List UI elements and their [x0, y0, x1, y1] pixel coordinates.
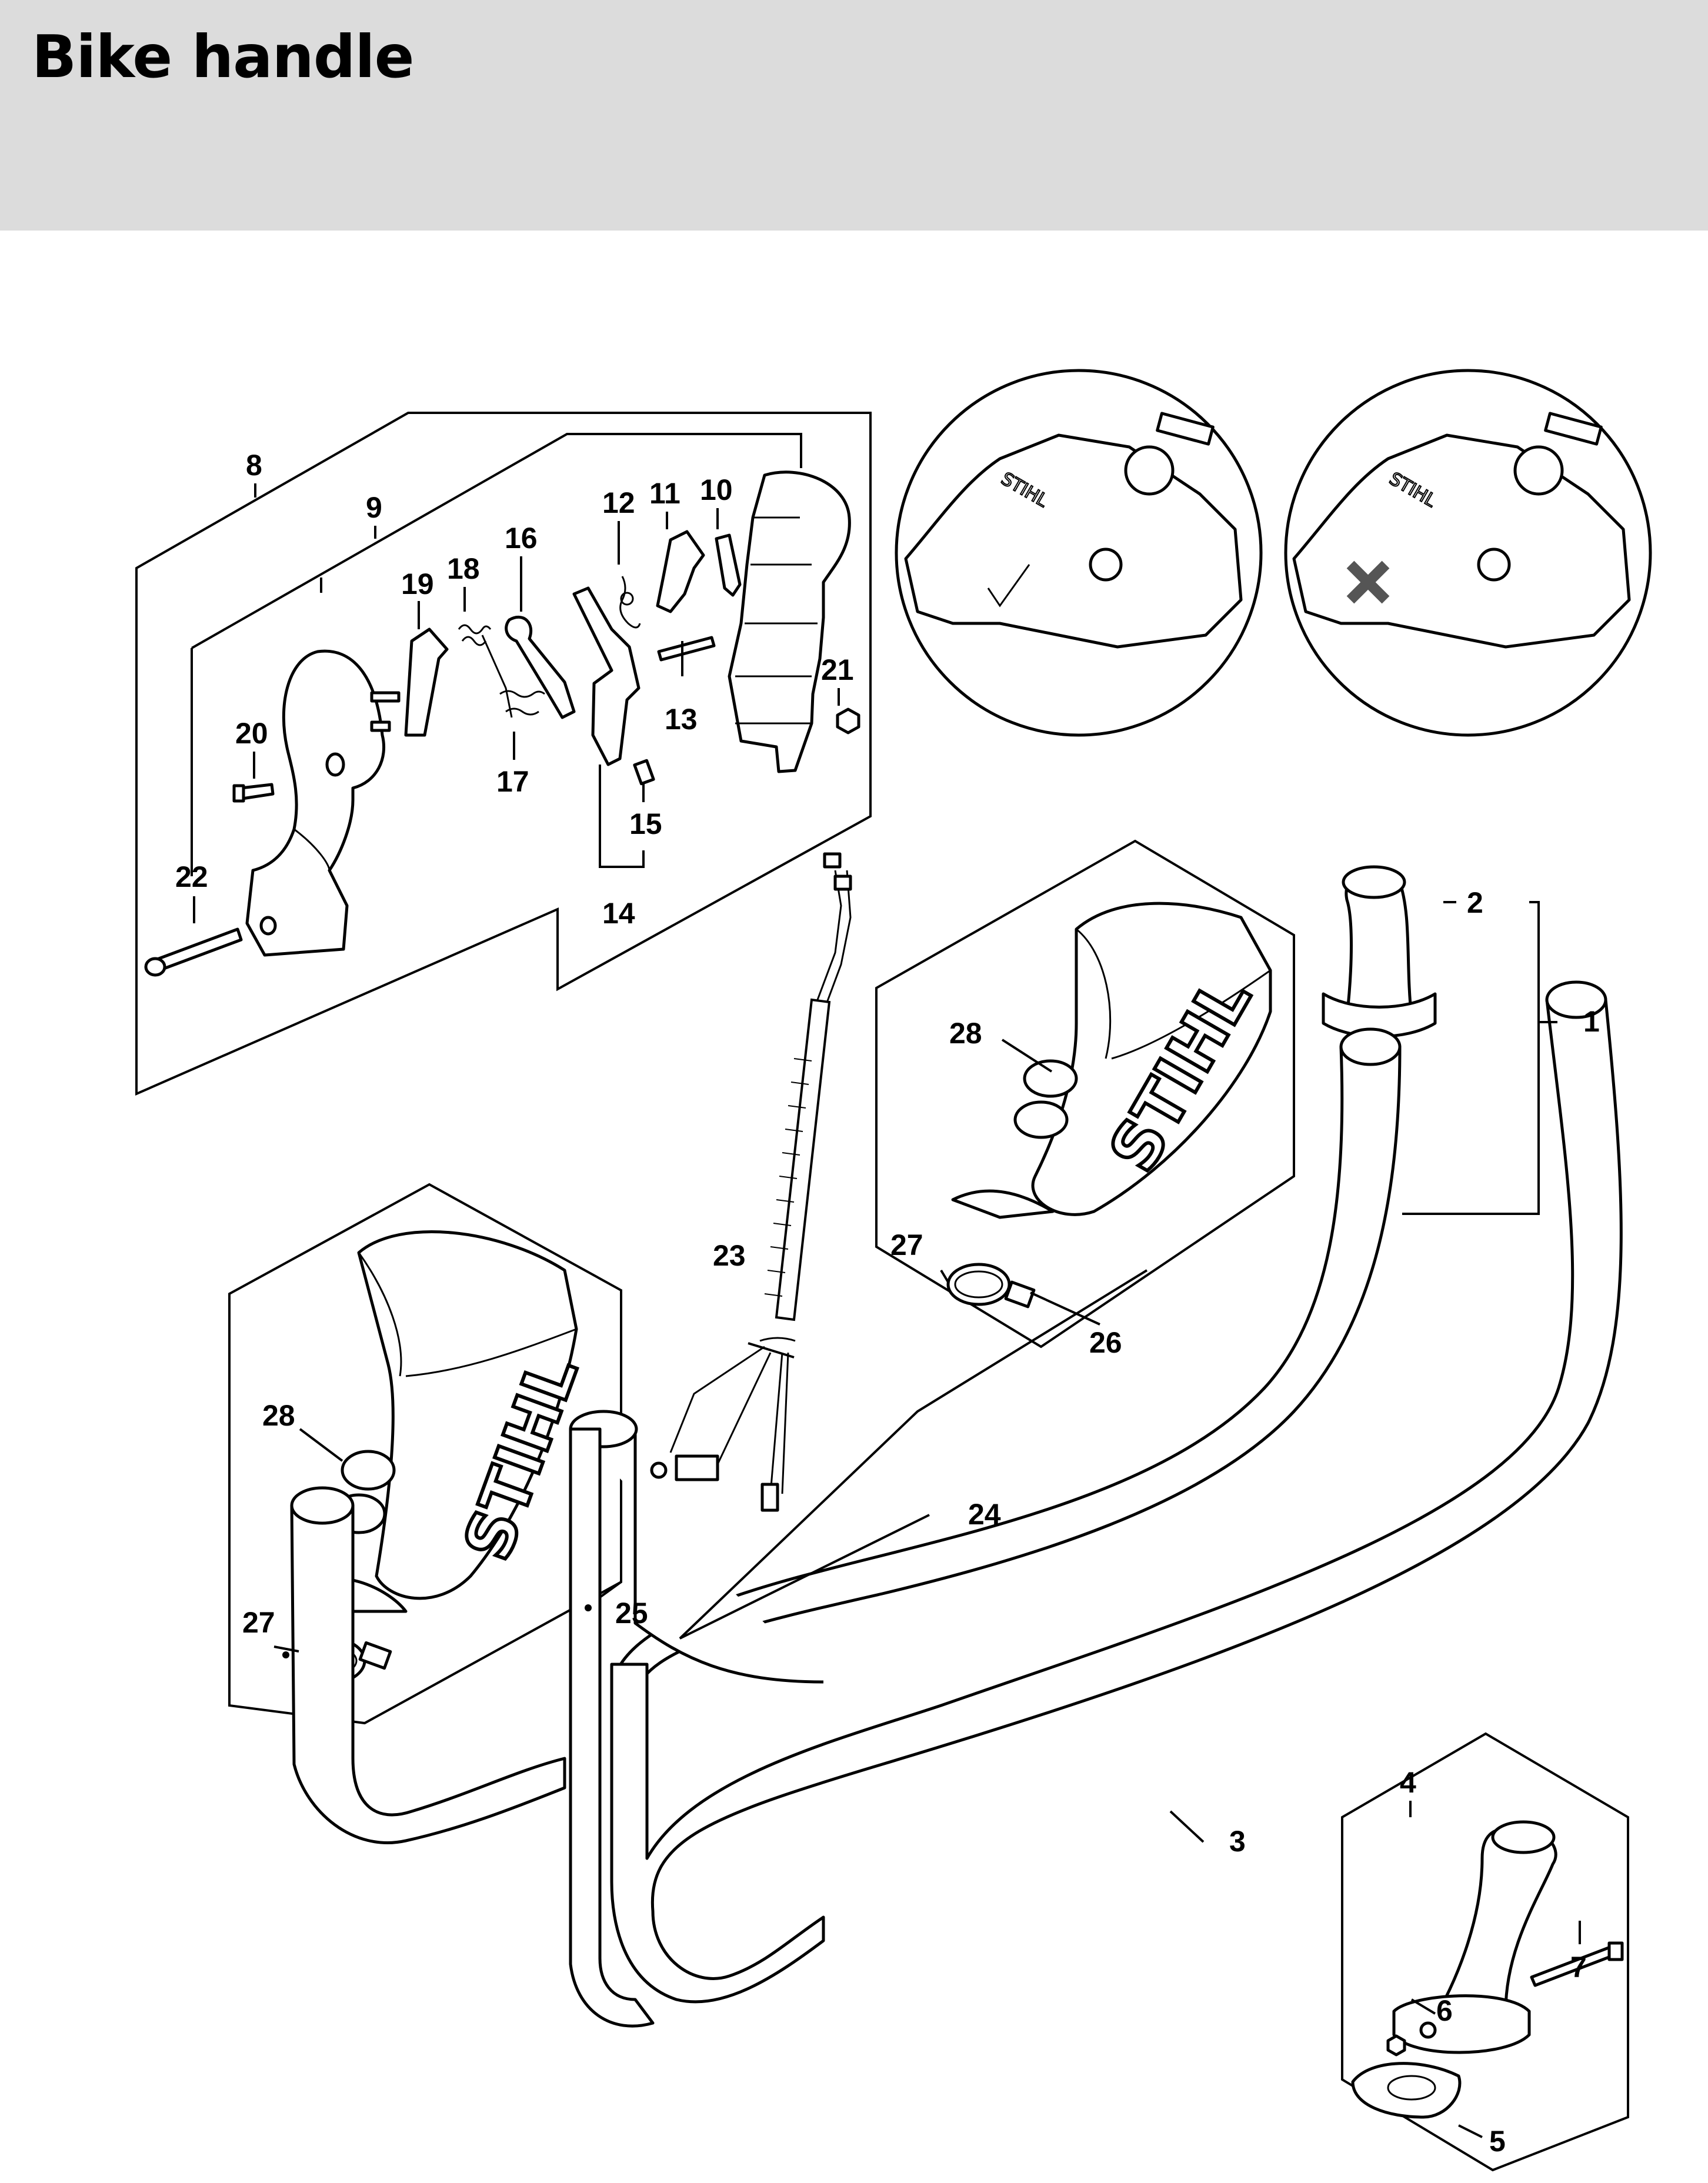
callout-25: 25: [615, 1597, 648, 1630]
callout-2: 2: [1467, 886, 1483, 919]
callout-labels: 1 2 3 4 5 6 7 8 9 10 11 12 13 14 15 16 1…: [175, 449, 1600, 2158]
screw-22: [144, 927, 243, 977]
callout-1: 1: [1583, 1005, 1600, 1038]
page-title: Bike handle: [32, 22, 414, 91]
assembly-box-4: [1341, 1732, 1629, 2172]
spring-15: [633, 759, 655, 786]
header-bar: Bike handle: [0, 0, 1708, 231]
reference-circle-wrong: STIHL: [1284, 369, 1652, 737]
callout-13: 13: [665, 703, 698, 736]
trigger-14: [572, 586, 640, 766]
screw-20: [232, 783, 275, 803]
spring-12: [619, 576, 641, 629]
cable-23: [650, 852, 852, 1512]
callout-3: 3: [1229, 1825, 1246, 1858]
clip-10: [715, 533, 742, 597]
callout-27-right: 27: [890, 1229, 923, 1261]
callout-24: 24: [968, 1498, 1001, 1531]
handle-housing-right: [728, 470, 851, 773]
callout-22: 22: [175, 860, 208, 893]
callout-9: 9: [366, 491, 382, 524]
callout-10: 10: [700, 473, 733, 506]
callout-14: 14: [602, 897, 635, 930]
callout-28-right: 28: [949, 1017, 982, 1050]
nut-21: [836, 707, 860, 735]
callout-12: 12: [602, 486, 635, 519]
callout-8: 8: [246, 449, 262, 482]
pin-13: [657, 636, 716, 662]
switch-11: [656, 530, 705, 613]
parts-diagram: STIHL STIHL STIHL: [135, 369, 1652, 2172]
guard-box-26: STIHL: [875, 839, 1295, 1348]
spring-17: [481, 635, 545, 718]
callout-6: 6: [1436, 1994, 1453, 2027]
callout-21: 21: [821, 653, 854, 686]
leader-lines: [193, 508, 1581, 2138]
reference-circle-correct: STIHL: [895, 369, 1263, 737]
callout-16: 16: [505, 522, 538, 555]
hose-clamp-27-right: [946, 1263, 1036, 1309]
handle-housing-left: [245, 649, 401, 957]
callout-28-left: 28: [262, 1399, 295, 1432]
callout-23: 23: [713, 1239, 746, 1272]
callout-26: 26: [1089, 1326, 1122, 1359]
callout-15: 15: [629, 807, 662, 840]
callout-19: 19: [401, 568, 434, 600]
callout-11: 11: [649, 477, 680, 510]
callout-20: 20: [235, 717, 268, 750]
callout-17: 17: [496, 765, 529, 798]
frame-handle-assembly: [135, 412, 872, 1096]
bracket-1-2: [1402, 901, 1557, 1215]
callout-4: 4: [1400, 1766, 1416, 1799]
guard-box-25: STIHL: [228, 1183, 622, 1725]
lever-19: [404, 627, 449, 737]
callout-18: 18: [447, 552, 480, 585]
lever-16: [505, 615, 576, 719]
grip-2: [1322, 865, 1437, 1038]
callout-7: 7: [1570, 1951, 1587, 1984]
spring-18: [458, 624, 492, 646]
callout-27-left: 27: [242, 1606, 275, 1639]
handlebar-tube-3: [282, 980, 1623, 2028]
callout-5: 5: [1489, 2125, 1506, 2158]
